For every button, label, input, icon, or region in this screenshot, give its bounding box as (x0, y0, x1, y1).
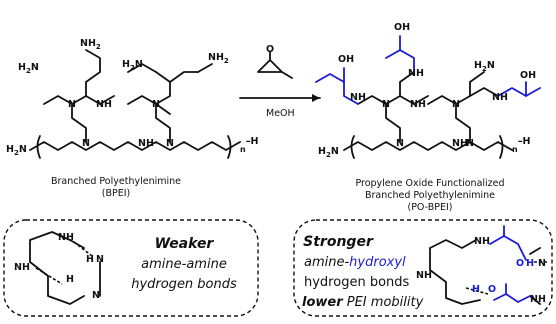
reagent-label: MeOH (266, 108, 295, 119)
epoxide-icon (257, 51, 293, 79)
stronger-n-right-top: N (538, 258, 546, 269)
bpei-nh2-top: NH2 (80, 38, 101, 51)
stronger-line2: hydrogen bonds (304, 275, 410, 290)
po-nh-4: NH (410, 99, 426, 110)
bpei-h2n-left: H2N (6, 144, 27, 157)
stronger-line3: lower PEI mobility (302, 295, 424, 310)
po-nh-2: NH (350, 92, 366, 103)
bpei-end-h: n–H (240, 136, 258, 154)
po-caption-line1: Propylene Oxide Functionalized (355, 178, 504, 189)
weaker-n-bottom: N (92, 290, 100, 301)
po-n-4: N (452, 99, 460, 110)
po-oh-1: OH (338, 54, 354, 65)
po-n-1: N (396, 138, 404, 149)
po-end-h: n–H (512, 136, 530, 154)
weaker-nh-top: NH (58, 232, 74, 243)
bpei-caption-line2: (BPEI) (102, 188, 130, 199)
stronger-box: Stronger amine-hydroxyl hydrogen bonds l… (293, 219, 553, 317)
po-nh-3: NH (408, 68, 424, 79)
bpei-nh2-right: NH2 (208, 52, 229, 65)
weaker-line2: hydrogen bonds (131, 277, 237, 292)
bpei-caption-line1: Branched Polyethylenimine (51, 176, 181, 187)
po-n-3: N (382, 99, 390, 110)
weaker-h: H (66, 274, 74, 285)
po-caption-line2: Branched Polyethylenimine (365, 190, 495, 201)
weaker-heading: Weaker (155, 236, 215, 252)
stronger-nh-top: NH (474, 236, 490, 247)
bpei-n-2: N (166, 138, 174, 149)
po-nh-1: NH (452, 138, 468, 149)
po-nh-5: NH (492, 92, 508, 103)
bpei-n-1: N (82, 138, 90, 149)
po-h2n-left: H2N (318, 146, 339, 159)
po-nh2-right: H2N (474, 60, 495, 73)
epoxide-o: O (266, 44, 274, 55)
stronger-line1: amine-hydroxyl (304, 255, 406, 270)
po-oh-3: OH (520, 70, 536, 81)
stronger-nh-right-bottom: NH (530, 294, 546, 305)
weaker-nh-left: NH (14, 262, 30, 273)
po-n-2: N (466, 138, 474, 149)
arrow-head-icon (312, 94, 320, 102)
weaker-line1: amine-amine (141, 257, 227, 272)
po-bpei-structure: N NH N N N NH NH NH NH OH OH OH H2N H2N … (315, 22, 541, 213)
bpei-nh-2: NH (96, 99, 112, 110)
stronger-nh-left: NH (416, 270, 432, 281)
reaction-arrow: O MeOH (239, 44, 321, 119)
bpei-h2n-top-left: H2N (18, 62, 39, 75)
bpei-nh-1: NH (138, 138, 154, 149)
po-caption-line3: (PO-BPEI) (407, 202, 452, 213)
bpei-n-3: N (68, 99, 76, 110)
bpei-structure: N NH N N N NH H2N H2N NH2 H2N NH2 n–H Br… (6, 38, 258, 199)
bpei-n-4: N (152, 99, 160, 110)
bpei-h2n-top-right: H2N (122, 59, 143, 72)
stronger-heading: Stronger (303, 234, 374, 250)
po-oh-2: OH (394, 22, 410, 33)
